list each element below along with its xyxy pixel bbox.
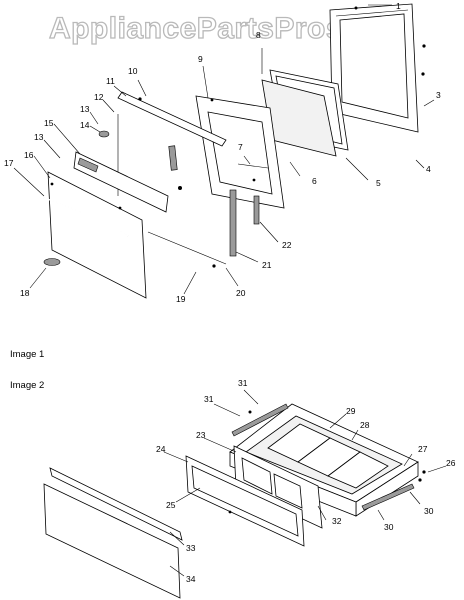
image2-drawer-exploded-view (43, 403, 426, 599)
callout-8: 8 (256, 30, 261, 40)
part-7-rod (237, 163, 269, 169)
callout-32: 32 (332, 516, 342, 526)
callout-4: 4 (426, 164, 431, 174)
callout-13a: 13 (80, 104, 90, 114)
callout-23: 23 (196, 430, 206, 440)
callout-9: 9 (198, 54, 203, 64)
image2-callouts: 31 31 29 28 23 24 25 27 26 30 30 32 33 3… (156, 378, 456, 584)
callout-30a: 31 (238, 378, 248, 388)
part-inner-door-panel (168, 95, 285, 209)
callout-34: 34 (186, 574, 196, 584)
callout-24: 24 (156, 444, 166, 454)
callout-27: 27 (418, 444, 428, 454)
callout-33: 33 (186, 543, 196, 553)
part-drawer-outer-panel (185, 455, 305, 547)
callout-31b: 30 (424, 506, 434, 516)
part-slide-rails (231, 403, 426, 511)
part-33-top-trim (49, 467, 183, 541)
callout-25: 25 (166, 500, 176, 510)
part-door-frame (329, 3, 426, 133)
callout-22: 22 (282, 240, 292, 250)
part-hinge-rail (117, 91, 227, 147)
callout-29: 29 (346, 406, 356, 416)
part-drawer-front-frame (233, 445, 323, 529)
callout-3: 3 (436, 90, 441, 100)
callout-1: 1 (396, 1, 401, 11)
callout-20: 20 (236, 288, 246, 298)
callout-15: 15 (44, 118, 54, 128)
image2-caption: Image 2 (10, 380, 45, 391)
callout-21: 21 (262, 260, 272, 270)
callout-10: 10 (128, 66, 138, 76)
part-outer-door-panel (43, 171, 147, 299)
callout-28: 28 (360, 420, 370, 430)
callout-31a: 31 (204, 394, 214, 404)
callout-13b: 13 (34, 132, 44, 142)
part-34-drawer-panel (43, 483, 181, 599)
part-bottom-trim (147, 231, 227, 265)
image1-caption: Image 1 (10, 349, 45, 360)
part-18-clip (43, 258, 61, 266)
part-hinge-channels (229, 189, 260, 257)
callout-19: 19 (176, 294, 186, 304)
callout-5: 5 (376, 178, 381, 188)
callout-14: 14 (80, 120, 90, 130)
callout-12: 12 (94, 92, 104, 102)
callout-11: 11 (106, 76, 115, 86)
callout-7: 7 (238, 142, 243, 152)
callout-16: 16 (24, 150, 34, 160)
callout-30b: 30 (384, 522, 394, 532)
callout-18: 18 (20, 288, 30, 298)
callout-6: 6 (312, 176, 317, 186)
part-14-cam (98, 130, 110, 138)
callout-17: 17 (4, 158, 14, 168)
callout-26: 26 (446, 458, 456, 468)
part-bracket-panel (73, 151, 169, 213)
image1-callouts: 1 3 4 5 6 7 8 9 10 11 12 13 14 15 13 16 … (4, 1, 441, 304)
image1-oven-door-exploded-view (43, 3, 426, 299)
